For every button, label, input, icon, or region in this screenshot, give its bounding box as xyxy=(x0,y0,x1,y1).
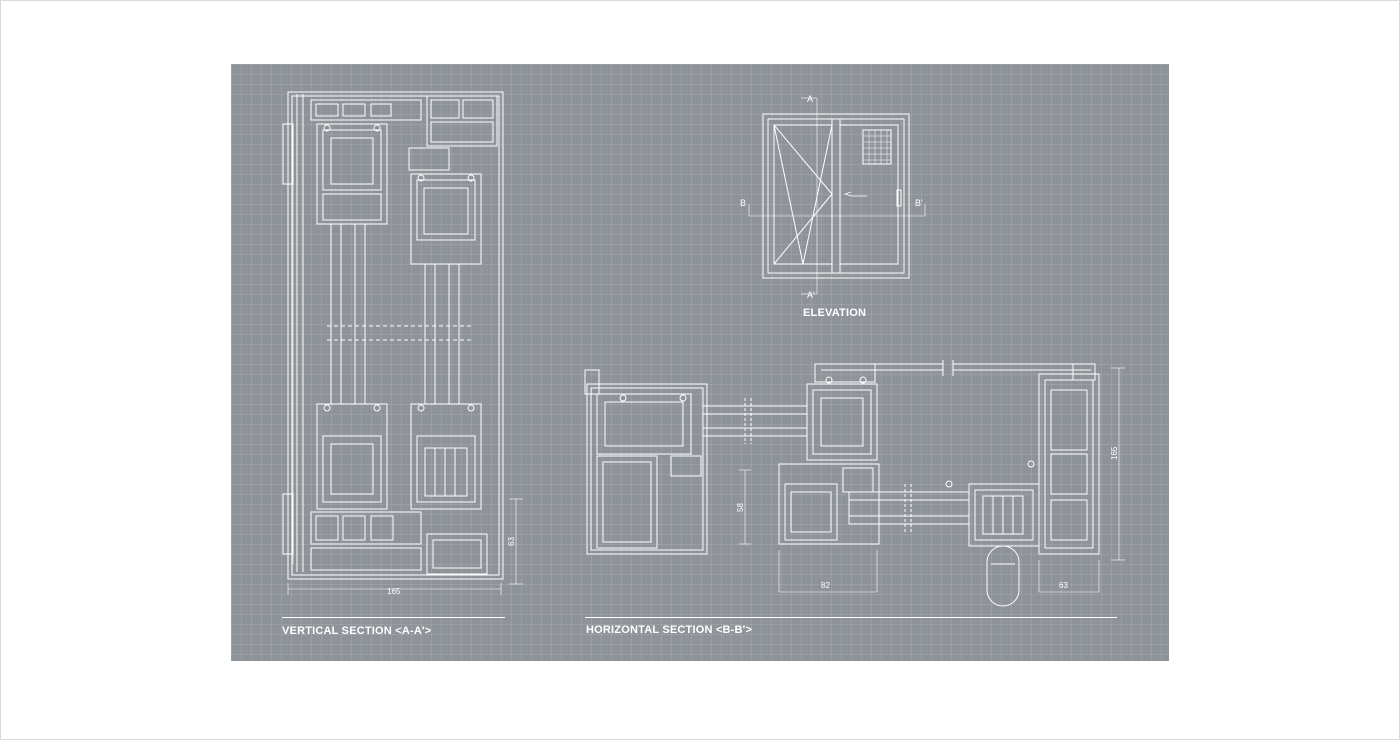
dimension-horizontal-63: 63 xyxy=(1059,581,1068,590)
horizontal-section-drawing xyxy=(584,360,1125,607)
vertical-section-caption: VERTICAL SECTION <A-A'> xyxy=(282,625,432,637)
elevation-mark-b-left: B xyxy=(740,198,746,208)
dimension-horizontal-height: 165 xyxy=(1110,446,1119,460)
technical-drawing: A A' B B' 165 63 165 58 82 63 xyxy=(282,91,1125,607)
elevation-mark-a-bottom: A' xyxy=(807,290,815,300)
vertical-section-drawing xyxy=(282,91,523,595)
drawing-sheet: A A' B B' 165 63 165 58 82 63 ELEVATION … xyxy=(231,64,1169,661)
elevation-mark-a-top: A xyxy=(807,94,813,104)
dimension-horizontal-82: 82 xyxy=(821,581,830,590)
dimension-vertical-width: 165 xyxy=(387,587,401,596)
vertical-section-rule xyxy=(282,617,505,618)
elevation-mark-b-right: B' xyxy=(915,198,923,208)
horizontal-section-caption: HORIZONTAL SECTION <B-B'> xyxy=(586,624,753,636)
dimension-horizontal-58: 58 xyxy=(736,503,745,512)
dimension-vertical-height: 63 xyxy=(507,537,516,546)
horizontal-section-rule xyxy=(585,617,1117,618)
elevation-caption: ELEVATION xyxy=(803,307,867,319)
elevation-drawing xyxy=(748,97,926,295)
